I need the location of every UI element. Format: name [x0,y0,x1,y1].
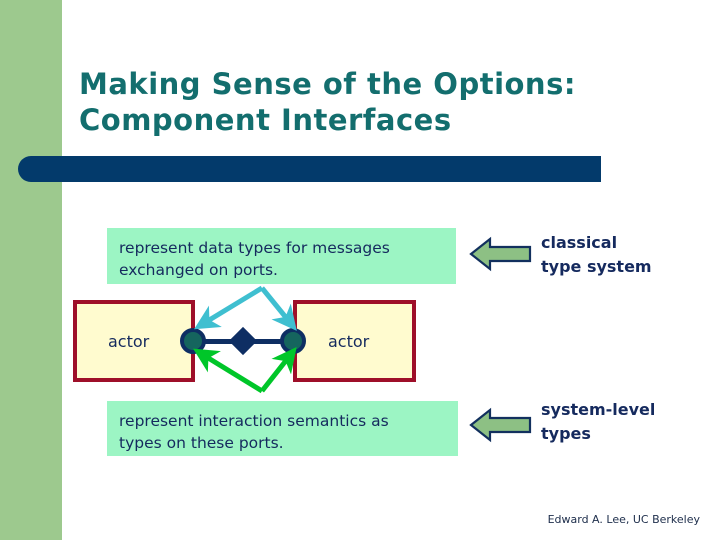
callout-interaction-semantics-line-2: types on these ports. [119,434,284,452]
left-green-band [0,0,62,540]
label-classical-line-2: type system [541,257,652,276]
label-system-level-line-1: system-level [541,400,656,419]
actor-box-left: actor [73,300,195,382]
block-arrow-left-classical [469,236,532,272]
actor-box-right-label: actor [328,331,370,351]
port-icon-left [180,328,206,354]
title-underline-bar [18,156,601,182]
page-title-line-2: Component Interfaces [79,103,452,137]
port-icon-right [280,328,306,354]
page-title: Making Sense of the Options: Component I… [79,66,679,138]
page-title-line-1: Making Sense of the Options: [79,67,576,101]
callout-interaction-semantics-line-1: represent interaction semantics as [119,412,389,430]
actor-box-left-label: actor [108,331,150,351]
label-system-level-line-2: types [541,424,591,443]
actor-box-right: actor [293,300,416,382]
label-classical-line-1: classical [541,233,618,252]
callout-data-types-line-1: represent data types for messages [119,239,390,257]
label-system-level-types: system-level types [541,398,655,446]
label-classical-type-system: classical type system [541,231,652,279]
callout-interaction-semantics: represent interaction semantics as types… [107,401,458,456]
callout-data-types-line-2: exchanged on ports. [119,261,278,279]
block-arrow-left-system-level [469,407,532,443]
callout-data-types: represent data types for messages exchan… [107,228,456,284]
slide-footer-attribution: Edward A. Lee, UC Berkeley [547,513,700,526]
